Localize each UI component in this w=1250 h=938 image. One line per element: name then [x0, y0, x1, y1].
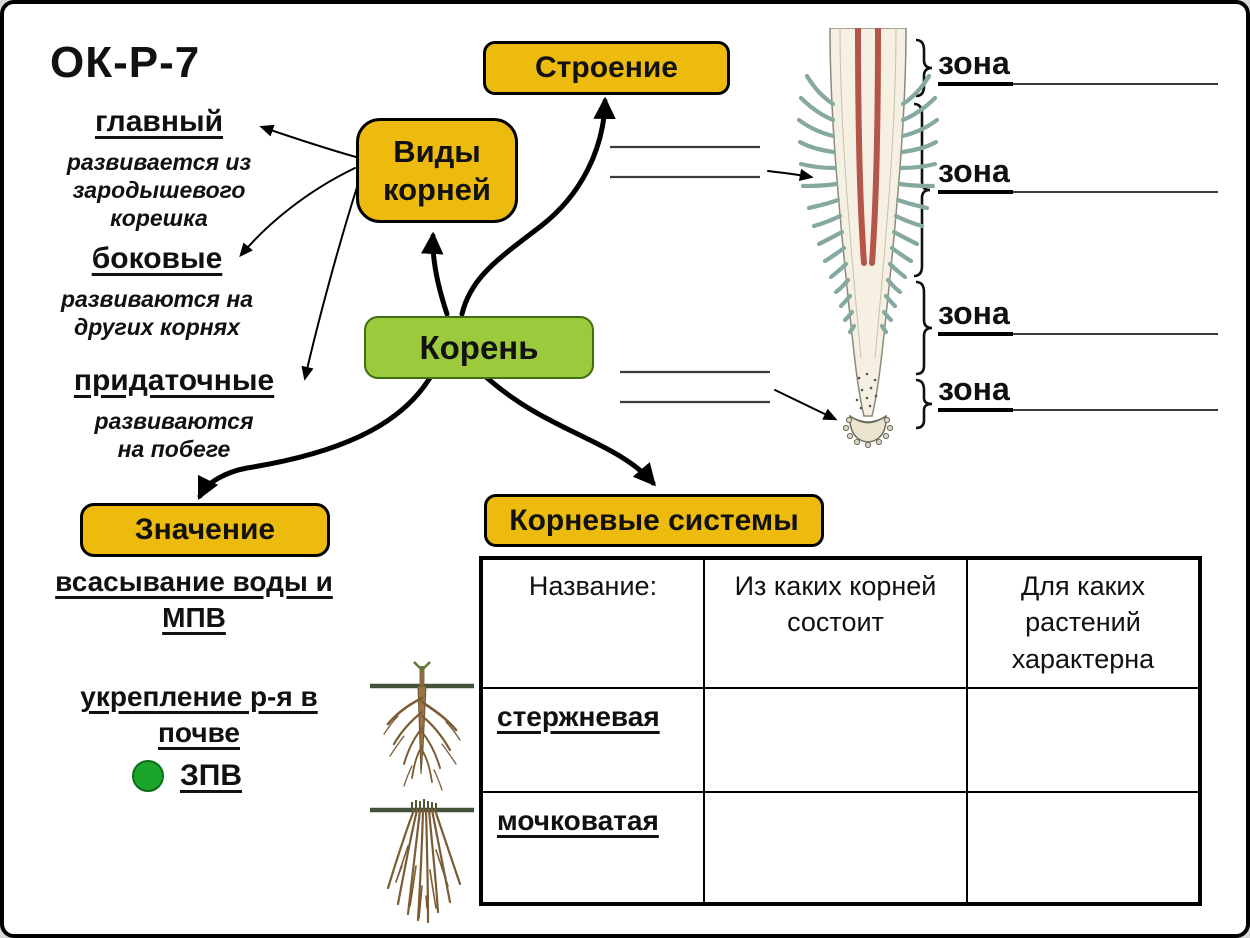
node-structure: Строение: [483, 41, 730, 95]
vascular-strands: [855, 28, 881, 266]
root-systems-table: Название: Из каких корней состоит Для ка…: [479, 556, 1202, 906]
zpv-label: ЗПВ: [180, 759, 243, 792]
root-tip-speckles: [855, 372, 878, 410]
node-root: Корень: [364, 316, 594, 379]
root-type-desc: развиваются на других корнях: [60, 286, 254, 341]
page-title: ОК-Р-7: [50, 38, 201, 87]
table-cell-empty: [968, 689, 1198, 793]
zone-row-4: зона: [938, 364, 1218, 412]
table-header-plants: Для каких растений характерна: [968, 560, 1198, 689]
root-hairs: [797, 73, 939, 335]
zone-row-2: зона: [938, 146, 1218, 194]
zone-braces: [913, 38, 933, 430]
table-row-taproot-label: стержневая: [483, 689, 705, 793]
node-root-kinds: Виды корней: [356, 118, 518, 223]
root-type-lateral: боковые развиваются на других корнях: [32, 242, 282, 341]
meaning-item-zpv-row: ЗПВ: [132, 759, 242, 793]
table-cell-empty: [705, 689, 968, 793]
fibrous-system-sketch: [370, 799, 474, 924]
table-header-name: Название:: [483, 560, 705, 689]
root-type-desc: развивается из зародышевого корешка: [66, 149, 252, 232]
zone-label: зона: [938, 47, 1013, 86]
zone-blank-line: [1012, 83, 1218, 85]
zone-blank-line: [1012, 191, 1218, 193]
node-meaning: Значение: [80, 503, 330, 557]
root-type-name: боковые: [91, 242, 223, 275]
root-tip-illustration: [797, 28, 939, 448]
zone-label: зона: [938, 155, 1013, 194]
zone-label: зона: [938, 373, 1013, 412]
root-type-name: главный: [94, 105, 224, 138]
root-cap: [842, 414, 894, 448]
zone-row-3: зона: [938, 288, 1218, 336]
table-cell-empty: [705, 793, 968, 902]
root-type-name: придаточные: [73, 364, 275, 397]
table-row-fibrous-label: мочковатая: [483, 793, 705, 902]
root-type-desc: развиваются на побеге: [94, 408, 254, 463]
zone-blank-line: [1012, 409, 1218, 411]
blank-fill-lines: [610, 145, 770, 404]
zone-row-1: зона: [938, 38, 1218, 86]
green-bullet-icon: [132, 760, 164, 792]
table-cell-empty: [968, 793, 1198, 902]
meaning-item-absorption: всасывание воды и МПВ: [55, 566, 333, 634]
zone-label: зона: [938, 297, 1013, 336]
root-type-main: главный развивается из зародышевого коре…: [34, 105, 284, 232]
node-root-systems: Корневые системы: [484, 494, 824, 547]
taproot-system-sketch: [370, 661, 474, 791]
root-type-adventitious: придаточные развиваются на побеге: [44, 364, 304, 463]
zone-blank-line: [1012, 333, 1218, 335]
table-header-composition: Из каких корней состоит: [705, 560, 968, 689]
meaning-item-anchoring: укрепление р-я в почве: [80, 681, 318, 749]
